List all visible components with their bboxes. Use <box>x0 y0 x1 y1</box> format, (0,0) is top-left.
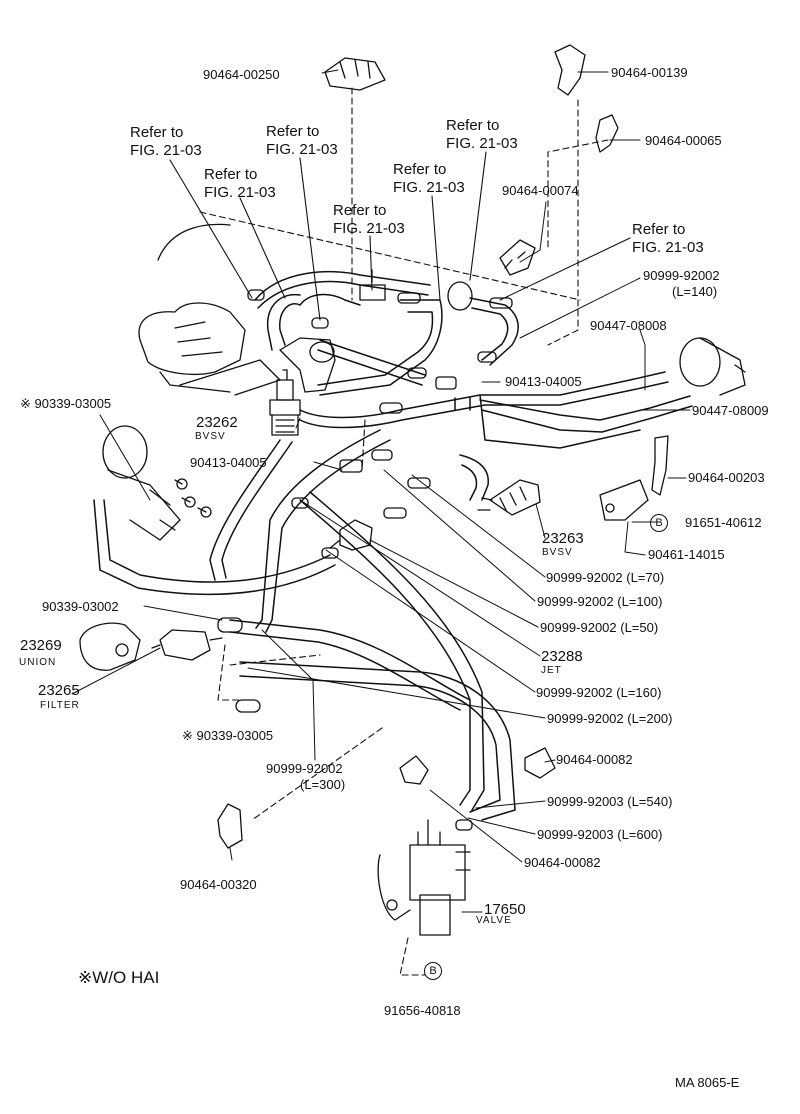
engine-outline <box>138 223 281 396</box>
part-90447-08009: 90447-08009 <box>692 403 769 418</box>
part-90999-92003-l600: 90999-92003 (L=600) <box>537 827 663 842</box>
main-hoses <box>93 371 693 821</box>
part-23269: 23269 <box>20 637 62 654</box>
label-leaders <box>71 69 691 913</box>
length-l300: (L=300) <box>300 777 346 792</box>
part-90999-92002-l140: 90999-92002 <box>643 268 720 283</box>
part-23265-name: FILTER <box>40 700 80 711</box>
part-90464-00139: 90464-00139 <box>611 65 688 80</box>
upper-hoses <box>254 270 519 396</box>
part-90464-00203: 90464-00203 <box>688 470 765 485</box>
part-90999-92002-l50: 90999-92002 (L=50) <box>540 620 659 635</box>
part-90461-14015: 90461-14015 <box>648 547 725 562</box>
small-connectors <box>217 289 513 831</box>
part-23265: 23265 <box>38 682 80 699</box>
part-90413-04005-a: 90413-04005 <box>505 374 582 389</box>
part-17650-name: VALVE <box>476 915 512 926</box>
right-vsv-drawing <box>679 337 746 396</box>
part-23269-name: UNION <box>19 657 57 668</box>
part-23262-name: BVSV <box>195 431 226 442</box>
diagram-code: MA 8065-E <box>675 1075 740 1090</box>
part-90999-92002-l100: 90999-92002 (L=100) <box>537 594 663 609</box>
upper-fittings <box>279 269 473 393</box>
valve-17650-drawing <box>377 819 471 936</box>
part-90464-00065: 90464-00065 <box>645 133 722 148</box>
b-marker-2: B <box>424 962 442 980</box>
part-90999-92003-l540: 90999-92003 (L=540) <box>547 794 673 809</box>
part-90464-00082-a: 90464-00082 <box>556 752 633 767</box>
part-23263: 23263 <box>542 530 584 547</box>
part-90464-00074: 90464-00074 <box>502 183 579 198</box>
part-17650: 17650 <box>484 901 526 918</box>
bvsv-23263-drawing <box>477 479 541 516</box>
part-23262: 23262 <box>196 414 238 431</box>
part-90999-92002-l300: 90999-92002 <box>266 761 343 776</box>
refer-leaders <box>169 151 631 321</box>
part-23288-name: JET <box>541 665 562 676</box>
bvsv-23262-drawing <box>269 369 301 436</box>
part-90464-00250: 90464-00250 <box>203 67 280 82</box>
left-parts-drawing <box>79 425 223 671</box>
legend-wo-hai: ※W/O HAI <box>78 968 160 987</box>
part-90339-03002: 90339-03002 <box>42 599 119 614</box>
part-90999-92002-l200: 90999-92002 (L=200) <box>547 711 673 726</box>
part-90447-08008: 90447-08008 <box>590 318 667 333</box>
part-91656-40818: 91656-40818 <box>384 1003 461 1018</box>
part-23263-name: BVSV <box>542 547 573 558</box>
b-marker-1: B <box>650 514 668 532</box>
part-91651-40612: 91651-40612 <box>685 515 762 530</box>
part-90339-03005-a: ※ 90339-03005 <box>20 396 112 411</box>
part-90464-00082-b: 90464-00082 <box>524 855 601 870</box>
dashed-leaders <box>199 87 609 976</box>
clips-drawing <box>217 44 669 849</box>
part-90339-03005-b: ※ 90339-03005 <box>182 728 274 743</box>
part-23288: 23288 <box>541 648 583 665</box>
part-90464-00320: 90464-00320 <box>180 877 257 892</box>
part-90413-04005-b: 90413-04005 <box>190 455 267 470</box>
length-l140: (L=140) <box>672 284 718 299</box>
part-90999-92002-l160: 90999-92002 (L=160) <box>536 685 662 700</box>
part-90999-92002-l70: 90999-92002 (L=70) <box>546 570 665 585</box>
